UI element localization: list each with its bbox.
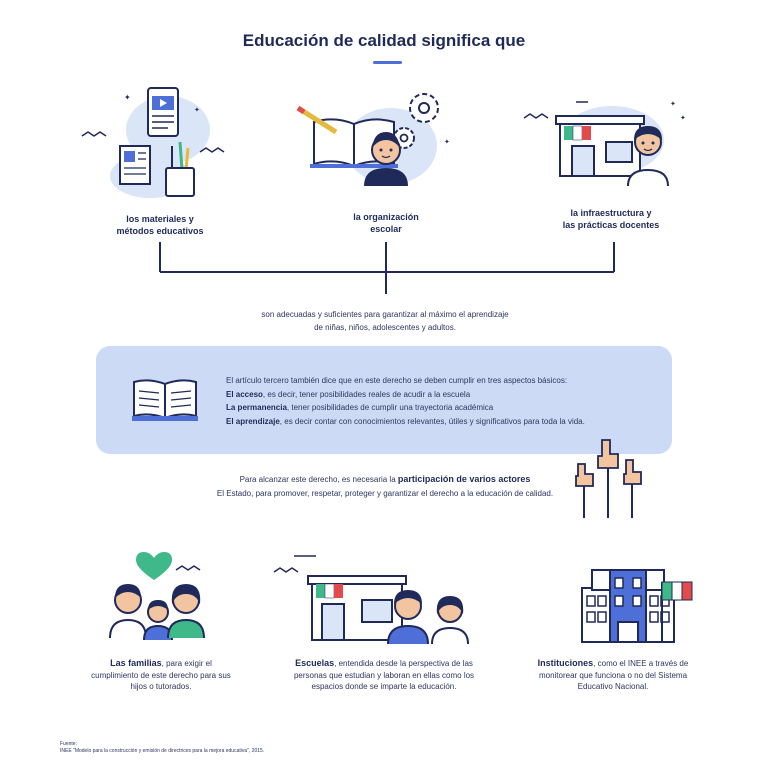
institution-illustration (581, 569, 693, 643)
page-title: Educación de calidad significa que (242, 31, 526, 50)
article-intro: El artículo tercero también dice que en … (226, 376, 568, 385)
source-note: Fuente: INEE "Modelo para la construcció… (60, 741, 265, 754)
bottom-caption-families: Las familias, para exigir el cumplimient… (91, 658, 231, 691)
svg-text:✦: ✦ (124, 93, 131, 102)
teacher-icon (627, 126, 669, 187)
article-text: El artículo tercero también dice que en … (226, 374, 666, 428)
organization-illustration: ✦ (296, 93, 450, 186)
government-building-icon (581, 569, 675, 643)
family-illustration (109, 552, 205, 641)
school-illustration (273, 555, 469, 645)
middle-statement: son adecuadas y suficientes para garanti… (261, 310, 509, 332)
aspect-permanence: La permanencia, tener posibilidades de c… (226, 403, 494, 412)
tablet-icon (147, 87, 179, 137)
bottom-caption-institutions: Instituciones, como el INEE a través de … (537, 658, 689, 691)
title-underline (373, 61, 402, 64)
svg-text:✦: ✦ (194, 106, 200, 114)
top-caption-organization: la organización escolar (353, 212, 419, 234)
svg-text:✦: ✦ (444, 138, 450, 146)
bottom-caption-schools: Escuelas, entendida desde la perspectiva… (293, 658, 475, 691)
aspect-learning: El aprendizaje, es decir contar con cono… (226, 416, 585, 426)
heart-icon (136, 552, 172, 580)
family-icon (109, 584, 205, 641)
mexico-flag-icon (661, 581, 693, 642)
top-caption-materials: los materiales y métodos educativos (116, 214, 204, 236)
pencil-icon (296, 105, 338, 135)
school-building-icon (555, 115, 645, 177)
gears-icon (393, 93, 439, 149)
open-book-icon (132, 379, 198, 421)
newspaper-icon (119, 145, 151, 185)
actors-statement: Para alcanzar este derecho, es necesaria… (216, 474, 554, 498)
teacher-icon (364, 132, 408, 186)
mexico-flag-icon (564, 125, 591, 141)
infrastructure-illustration: ✦ ✦ (523, 100, 686, 187)
bracket-connector (159, 242, 615, 294)
materials-illustration: ✦ ✦ (81, 87, 225, 198)
raised-hands-icon (575, 439, 642, 518)
top-caption-infrastructure: la infraestructura y las prácticas docen… (562, 208, 660, 230)
svg-text:✦: ✦ (670, 100, 676, 108)
teacher-icon (387, 590, 469, 645)
pencil-cup-icon (165, 141, 195, 197)
aspect-access: El acceso, es decir, tener posibilidades… (226, 389, 471, 399)
mexico-flag-icon (316, 583, 343, 599)
svg-text:✦: ✦ (680, 114, 686, 122)
